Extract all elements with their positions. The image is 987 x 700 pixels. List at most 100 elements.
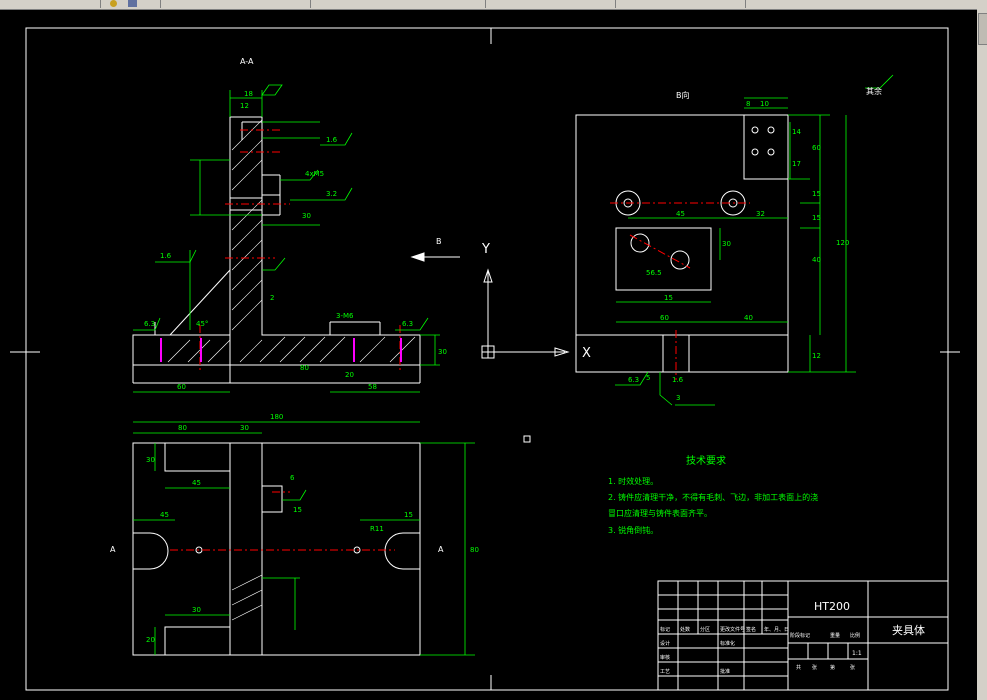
dim-text: 1.6 [672,376,684,384]
material-text: HT200 [814,600,850,613]
dim-text: 6.3 [402,320,413,328]
toolbar-segment [0,0,101,8]
dim-text: 12 [240,102,249,110]
dimension-text: 18 12 1.6 4xM5 3.2 30 1.6 2 45° 3-M6 6.3… [144,90,849,644]
tb-label: 重量 [830,632,840,639]
toolbar-dropdown-3[interactable] [485,0,616,8]
dim-text: 58 [368,383,377,391]
layer-icon[interactable] [128,0,137,7]
tb-label: 更改文件号 [720,626,745,633]
dim-text: 8 [746,100,750,108]
tb-label: 标记 [660,626,670,633]
tb-label: 比例 [850,632,860,639]
view-arrow-b [410,252,460,262]
cut-label-left: A [110,545,116,554]
top-toolbar-strip [0,0,987,10]
dim-text: 45 [676,210,685,218]
dim-text: 30 [722,240,731,248]
title-block [657,580,949,691]
dim-text: 14 [792,128,801,136]
tb-label: 审核 [660,654,670,661]
plan-view [132,442,421,656]
tb-label: 阶段标记 [790,632,810,639]
dimension-lines [133,74,894,656]
dim-text: 30 [240,424,249,432]
tb-label: 工艺 [660,669,670,675]
dim-text: 30 [192,606,201,614]
dim-text: 6.3 [628,376,639,384]
dim-text: 3-M6 [336,312,354,320]
tech-line-1: 1. 时效处理。 [608,476,658,486]
toolbar-dropdown-4[interactable] [615,0,746,8]
dim-text: 40 [812,256,821,264]
dim-text: 40 [744,314,753,322]
dim-text: 1.6 [160,252,172,260]
dim-text: 80 [470,546,479,554]
dim-text: 80 [178,424,187,432]
tb-label: 设计 [660,640,670,647]
toolbar-icons[interactable] [100,0,161,8]
tb-label: 签名 [746,626,756,633]
tech-requirements: 技术要求 1. 时效处理。 2. 铸件应清理干净，不得有毛刺、飞边，非加工表面上… [608,454,818,535]
tb-label: 张 [812,664,817,671]
dim-text: 4xM5 [305,170,324,178]
toolbar-dropdown-2[interactable] [310,0,486,8]
view-b [575,114,789,373]
cad-drawing-canvas[interactable]: 18 12 1.6 4xM5 3.2 30 1.6 2 45° 3-M6 6.3… [0,9,977,700]
pick-box [523,435,531,443]
tb-label: 张 [850,664,855,671]
dim-text: 6.3 [144,320,155,328]
dim-text: R11 [370,525,384,533]
drawing-frame [25,27,949,691]
title-block-text: HT200 夹具体 1:1 标记 处数 分区 更改文件号 签名 年、月、日 设计… [660,600,925,675]
dim-text: 20 [345,371,354,379]
dim-text: 60 [812,144,821,152]
roughness-rest-label: 其余 [866,86,882,96]
dim-text: 60 [660,314,669,322]
dim-text: 10 [760,100,769,108]
tool-icon[interactable] [110,0,117,7]
ucs-y-label: Y [481,242,490,257]
dim-text: 15 [664,294,673,302]
dim-text: 60 [177,383,186,391]
dim-text: 45 [192,479,201,487]
arrow-b-label: B [436,237,442,246]
tb-label: 处数 [680,626,690,633]
dim-text: 56.5 [646,269,662,277]
section-label: A-A [240,57,254,66]
dim-text: 30 [302,212,311,220]
tech-line-2: 2. 铸件应清理干净，不得有毛刺、飞边，非加工表面上的浇 [608,492,818,502]
dim-text: 15 [404,511,413,519]
scrollbar-thumb[interactable] [978,13,987,45]
ucs-x-label: X [582,346,591,361]
vertical-scrollbar[interactable] [977,9,987,700]
dim-text: 1.6 [326,136,338,144]
view-labels: A-A B向 B X Y 其余 A A [110,57,882,554]
dim-text: 15 [812,214,821,222]
dim-text: 180 [270,413,283,421]
dim-text: 45 [160,511,169,519]
dim-text: 3.2 [326,190,337,198]
cut-label-right: A [438,545,444,554]
dim-text: 2 [270,294,274,302]
dim-text: 6 [290,474,295,482]
part-name-text: 夹具体 [892,623,925,637]
dim-text: 30 [438,348,447,356]
section-marks [160,338,402,362]
tb-label: 批准 [720,668,730,675]
tech-line-4: 3. 锐角倒钝。 [608,525,658,535]
dim-text: 32 [756,210,765,218]
dim-text: 80 [300,364,309,372]
tb-label: 第 [830,664,835,671]
dim-text: 45° [196,320,208,328]
dim-text: 15 [812,190,821,198]
dim-text: 120 [836,239,849,247]
dim-text: 17 [792,160,801,168]
tb-label: 共 [796,664,801,671]
view-b-label: B向 [676,90,690,100]
tech-line-3: 冒口应清理与铸件表面齐平。 [608,508,712,518]
toolbar-dropdown-1[interactable] [160,0,311,8]
scale-text: 1:1 [852,650,862,657]
dim-text: 18 [244,90,253,98]
tb-label: 标准化 [720,640,735,647]
